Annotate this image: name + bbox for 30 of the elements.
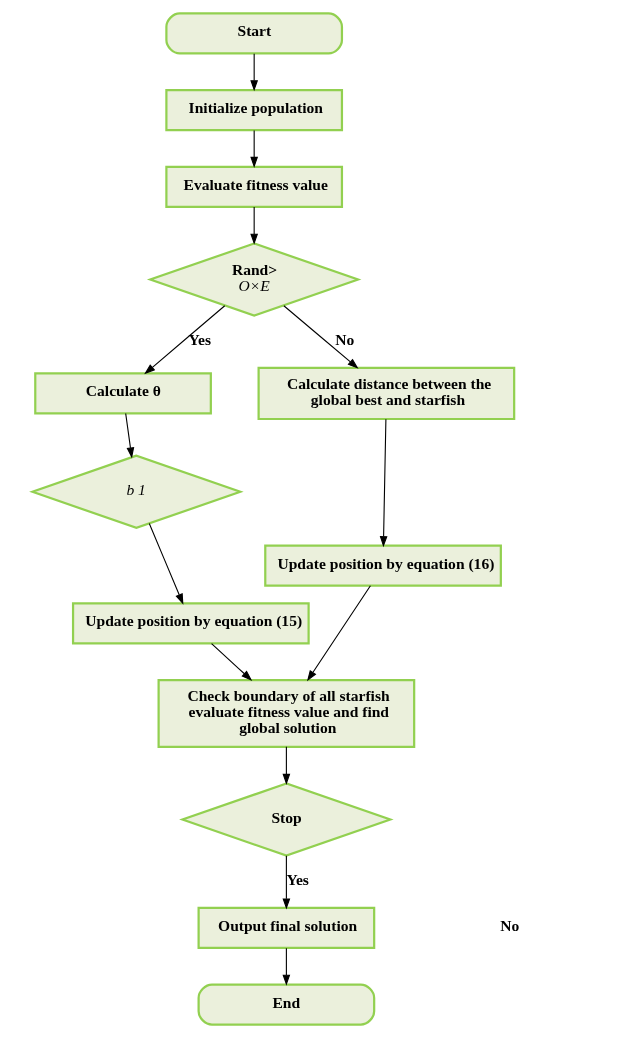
arrow <box>250 129 259 168</box>
arrow <box>250 52 259 91</box>
arrow <box>282 854 291 910</box>
arrow <box>144 304 226 374</box>
node-box: End <box>197 982 376 1026</box>
edge-label: Yes <box>286 870 309 888</box>
node-box: Check boundary of all starfish evaluate fitness value and find global solution <box>157 678 416 748</box>
node-diamond: Rand> O×E <box>146 241 362 317</box>
node-box: Update position by equation (16) <box>264 544 502 587</box>
edge-label: No <box>335 330 355 348</box>
node-box: Calculate θ <box>34 371 212 415</box>
arrow <box>250 206 259 245</box>
node-box: Update position by equation (15) <box>71 601 310 645</box>
arrow <box>306 584 371 681</box>
node-diamond: Stop <box>179 781 394 857</box>
node-box: Output final solution <box>197 906 376 949</box>
label: No <box>500 916 520 934</box>
node-box: Start <box>165 11 344 55</box>
arrow <box>282 745 291 785</box>
arrow <box>211 642 253 681</box>
arrow <box>283 304 359 369</box>
node-box: Evaluate fitness value <box>165 165 344 208</box>
node-diamond: b 1 <box>29 454 244 529</box>
node-box: Initialize population <box>165 88 344 131</box>
node-box: Calculate distance between the global best and starfish <box>257 366 516 420</box>
arrow <box>125 412 135 459</box>
edge-label: Yes <box>188 330 212 348</box>
arrow <box>379 418 388 547</box>
arrow <box>148 522 184 605</box>
arrow <box>282 947 291 986</box>
